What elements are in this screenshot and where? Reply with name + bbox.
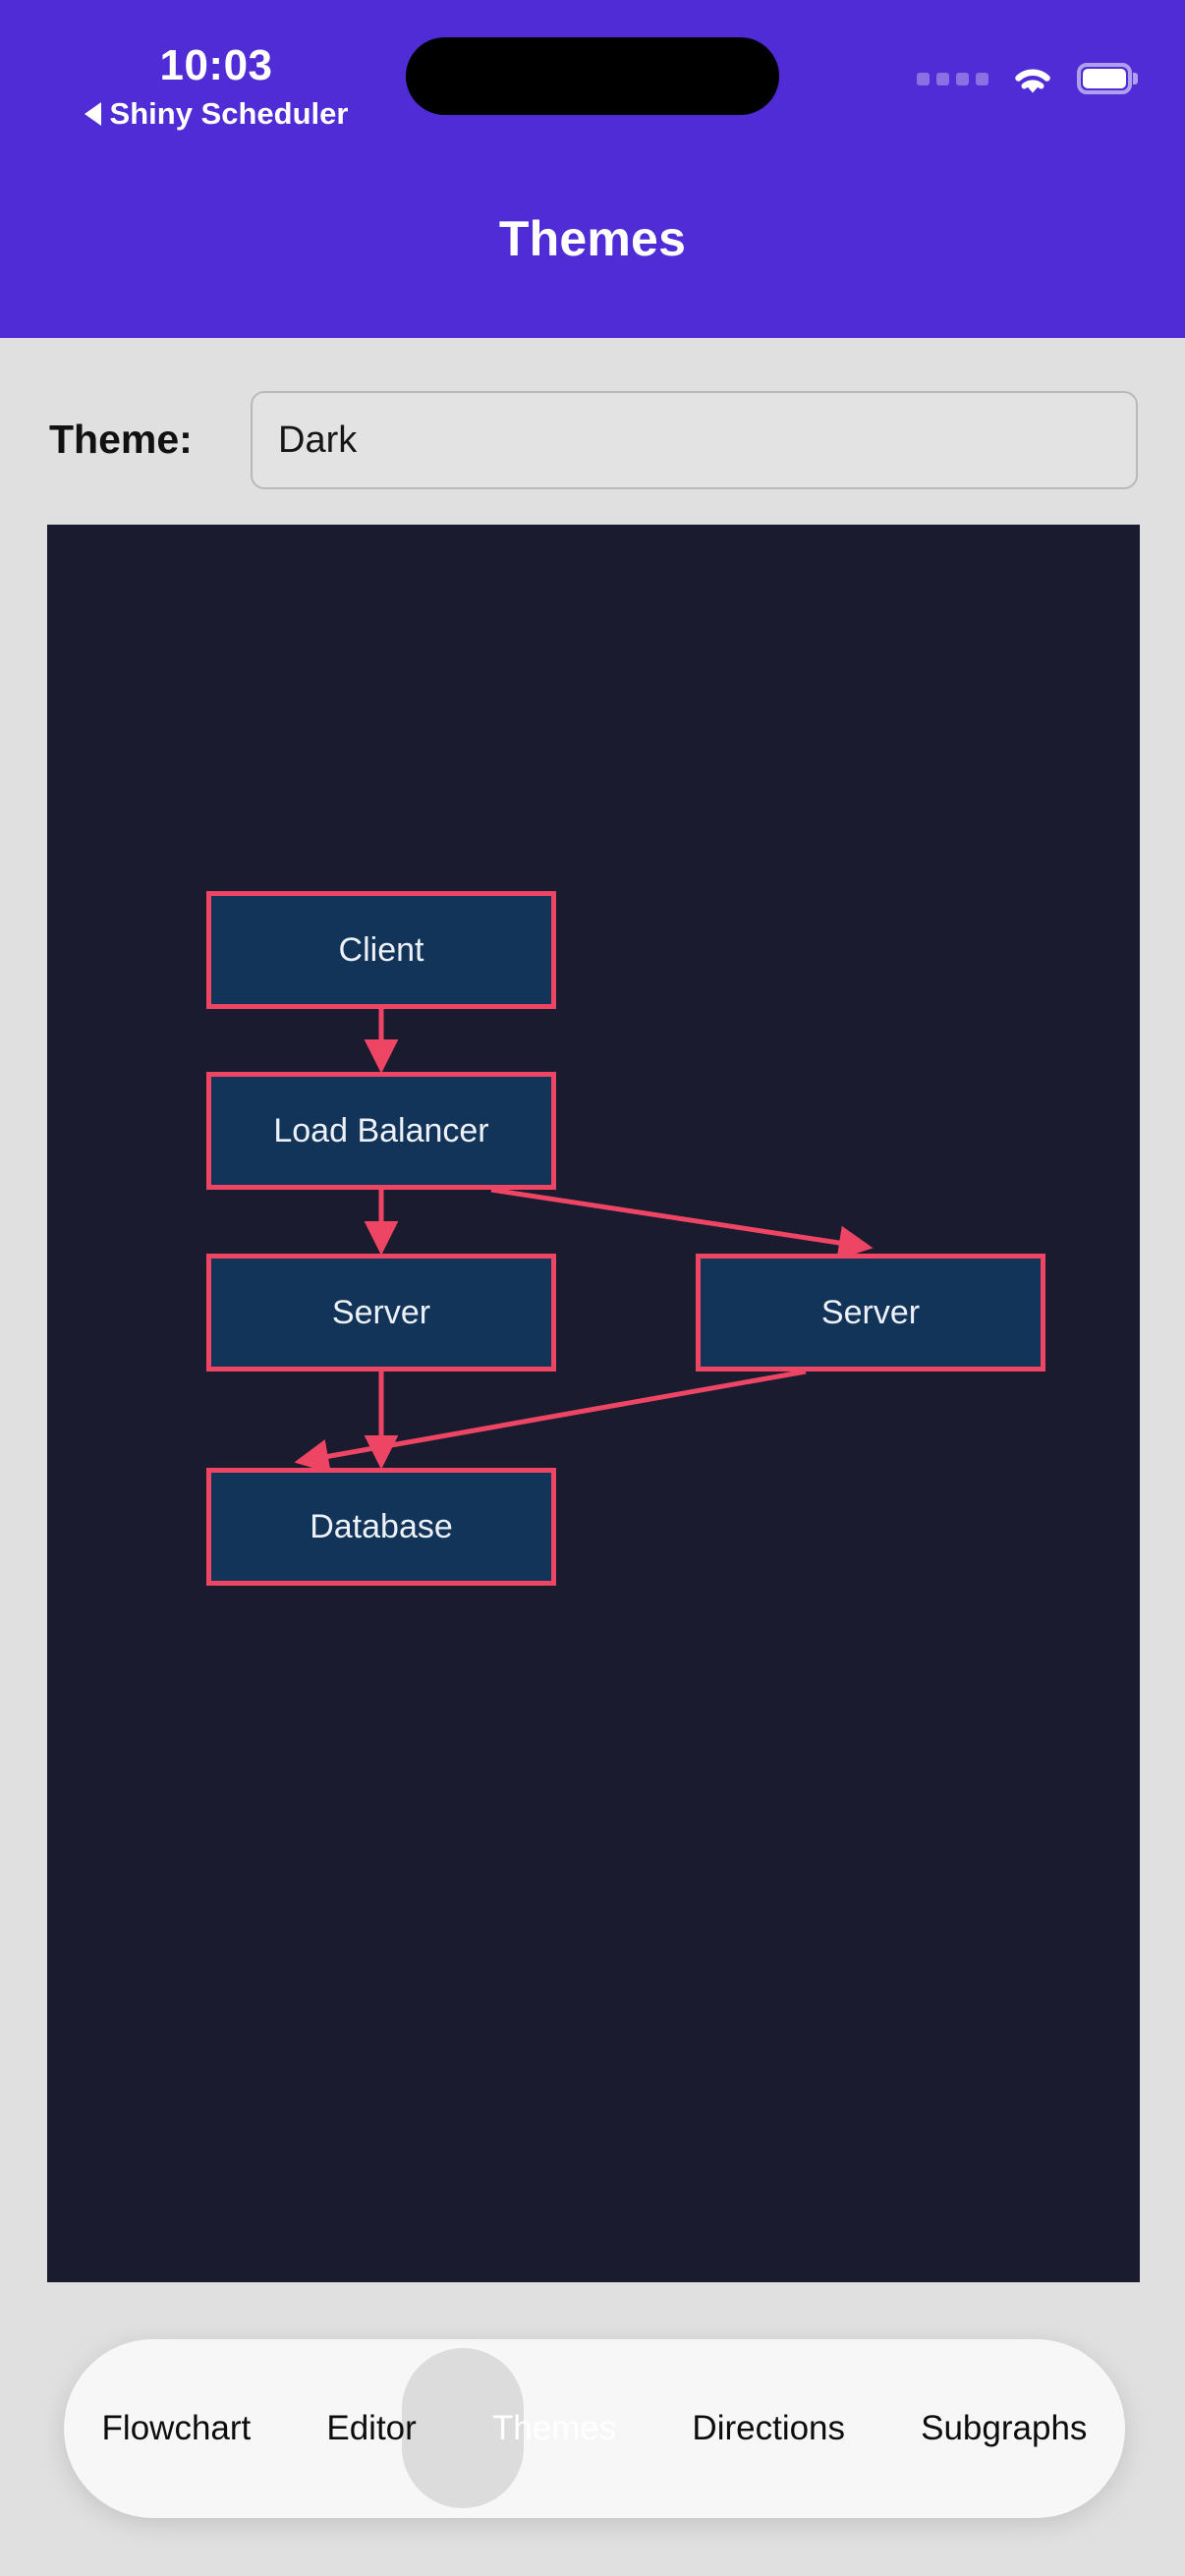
edge-lb-server2	[490, 1187, 874, 1260]
page-title: Themes	[498, 211, 687, 266]
tab-subgraphs[interactable]: Subgraphs	[921, 2409, 1088, 2447]
status-bar: 10:03 Shiny Scheduler	[0, 0, 1185, 147]
theme-selector-row: Theme: Dark	[0, 389, 1185, 491]
tab-directions[interactable]: Directions	[692, 2409, 846, 2447]
flowchart-canvas[interactable]: Client Load Balancer Server Server Datab…	[47, 525, 1140, 2282]
tab-flowchart[interactable]: Flowchart	[101, 2409, 252, 2447]
back-caret-icon	[84, 102, 101, 126]
bottom-tab-bar: Flowchart Editor Themes Directions Subgr…	[64, 2339, 1125, 2518]
flow-node-client[interactable]: Client	[206, 891, 556, 1009]
theme-select[interactable]: Dark	[251, 391, 1138, 489]
tab-themes[interactable]: Themes	[491, 2409, 617, 2447]
back-button-label: Shiny Scheduler	[109, 96, 349, 131]
theme-label: Theme:	[49, 417, 193, 462]
tab-active-indicator	[402, 2348, 524, 2508]
flow-node-label: Database	[310, 1507, 453, 1545]
app-header: 10:03 Shiny Scheduler	[0, 0, 1185, 338]
flow-node-server-2[interactable]: Server	[696, 1254, 1045, 1372]
battery-full-icon	[1077, 63, 1138, 94]
flow-node-label: Load Balancer	[273, 1111, 489, 1149]
cellular-dots-icon	[917, 72, 988, 85]
back-button[interactable]: Shiny Scheduler	[0, 96, 432, 132]
flowchart-edges	[294, 1009, 874, 1474]
flow-node-server-1[interactable]: Server	[206, 1254, 556, 1372]
status-clock: 10:03	[159, 41, 273, 89]
flow-node-load-balancer[interactable]: Load Balancer	[206, 1072, 556, 1190]
wifi-icon	[1010, 61, 1055, 96]
tab-editor[interactable]: Editor	[326, 2409, 417, 2447]
status-indicators	[917, 61, 1138, 96]
dynamic-island	[406, 37, 779, 115]
flow-node-label: Server	[331, 1293, 431, 1331]
edge-server2-db	[294, 1369, 807, 1474]
flow-node-label: Server	[820, 1293, 921, 1331]
flow-node-label: Client	[338, 930, 424, 969]
theme-selected-value: Dark	[278, 419, 358, 461]
flow-node-database[interactable]: Database	[206, 1468, 556, 1586]
